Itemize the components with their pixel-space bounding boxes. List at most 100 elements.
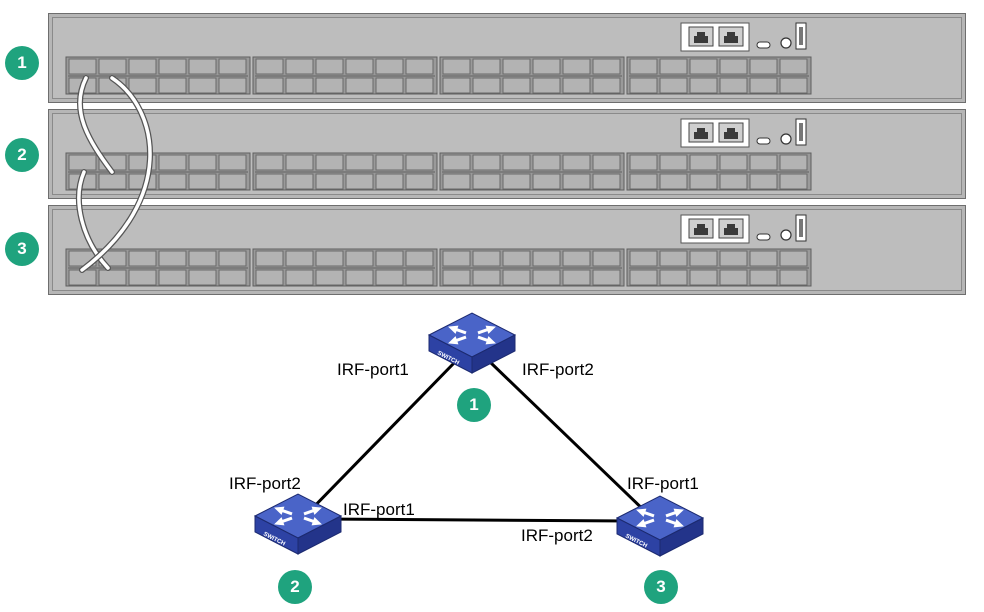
- sfp-port: [315, 250, 344, 267]
- sfp-port: [592, 173, 621, 190]
- sfp-port: [188, 173, 217, 190]
- label-node1-irf-port1: IRF-port1: [337, 360, 409, 379]
- sfp-port: [592, 77, 621, 94]
- sfp-port: [532, 250, 561, 267]
- sfp-port: [719, 173, 748, 190]
- sfp-port: [502, 173, 531, 190]
- sfp-port: [315, 173, 344, 190]
- sfp-port: [285, 77, 314, 94]
- sfp-port: [719, 77, 748, 94]
- sfp-port: [532, 58, 561, 75]
- sfp-port: [188, 250, 217, 267]
- sfp-port: [689, 173, 718, 190]
- sfp-port: [158, 250, 187, 267]
- sfp-port: [779, 250, 808, 267]
- sfp-port-group: [439, 248, 625, 287]
- usb-port: [756, 137, 771, 145]
- sfp-port: [315, 77, 344, 94]
- sfp-port: [749, 154, 778, 171]
- sfp-port: [629, 58, 658, 75]
- sfp-port: [562, 269, 591, 286]
- sfp-port: [749, 269, 778, 286]
- sfp-port: [158, 154, 187, 171]
- sfp-port: [502, 250, 531, 267]
- usb-port: [756, 233, 771, 241]
- sfp-port: [285, 154, 314, 171]
- sfp-port: [405, 77, 434, 94]
- sfp-port: [405, 154, 434, 171]
- sfp-port: [749, 58, 778, 75]
- chassis-1: [48, 13, 966, 103]
- sfp-port: [592, 154, 621, 171]
- sfp-port: [502, 154, 531, 171]
- node-badge-2: 2: [278, 570, 312, 604]
- sfp-port: [255, 58, 284, 75]
- sfp-port: [188, 58, 217, 75]
- sfp-port: [255, 154, 284, 171]
- sfp-port-group: [252, 152, 438, 191]
- sfp-port: [532, 154, 561, 171]
- sfp-port-group: [439, 152, 625, 191]
- sfp-port: [689, 58, 718, 75]
- sfp-port: [472, 250, 501, 267]
- sfp-port: [442, 269, 471, 286]
- sfp-port: [562, 77, 591, 94]
- sfp-port: [375, 58, 404, 75]
- sfp-port: [629, 154, 658, 171]
- sfp-port: [472, 154, 501, 171]
- sfp-port: [158, 58, 187, 75]
- management-ports: [680, 22, 807, 52]
- switch-icon-1: SWITCH: [427, 312, 517, 374]
- sfp-port: [315, 269, 344, 286]
- sfp-port: [562, 154, 591, 171]
- link-1-to-2: [301, 360, 457, 520]
- sfp-port: [532, 269, 561, 286]
- sfp-port: [255, 77, 284, 94]
- sfp-port: [285, 250, 314, 267]
- sfp-port: [285, 173, 314, 190]
- sfp-port: [188, 269, 217, 286]
- switch-icon-2: SWITCH: [253, 493, 343, 555]
- sfp-port: [502, 77, 531, 94]
- sfp-port: [659, 154, 688, 171]
- sfp-port: [719, 154, 748, 171]
- sfp-port-group: [626, 248, 812, 287]
- sfp-port: [532, 77, 561, 94]
- sfp-port: [375, 173, 404, 190]
- sfp-port: [442, 77, 471, 94]
- sfp-port-group: [252, 56, 438, 95]
- sfp-port: [689, 250, 718, 267]
- sfp-port: [158, 269, 187, 286]
- link-2-to-3: [319, 517, 631, 523]
- sfp-port: [128, 58, 157, 75]
- sfp-port: [68, 58, 97, 75]
- sfp-port-group: [252, 248, 438, 287]
- sfp-port: [188, 154, 217, 171]
- sfp-port-group: [626, 152, 812, 191]
- sfp-port: [472, 58, 501, 75]
- sfp-port: [532, 173, 561, 190]
- sfp-port: [659, 250, 688, 267]
- sfp-port: [442, 58, 471, 75]
- node-badge-3: 3: [644, 570, 678, 604]
- sfp-port: [779, 173, 808, 190]
- label-node2-irf-port2: IRF-port2: [229, 474, 301, 493]
- sfp-port: [315, 154, 344, 171]
- device-badge-3: 3: [5, 232, 39, 266]
- sfp-port: [345, 154, 374, 171]
- management-ports: [680, 214, 807, 244]
- label-node3-irf-port2: IRF-port2: [521, 526, 593, 545]
- sfp-port: [472, 269, 501, 286]
- sfp-port: [472, 77, 501, 94]
- sfp-port: [659, 77, 688, 94]
- sfp-port: [188, 77, 217, 94]
- sfp-port: [315, 58, 344, 75]
- sfp-port: [218, 58, 247, 75]
- sfp-port: [629, 250, 658, 267]
- sfp-port: [442, 250, 471, 267]
- sfp-port: [375, 154, 404, 171]
- sfp-port: [375, 77, 404, 94]
- sfp-port: [158, 173, 187, 190]
- sfp-port: [218, 250, 247, 267]
- sfp-port: [375, 269, 404, 286]
